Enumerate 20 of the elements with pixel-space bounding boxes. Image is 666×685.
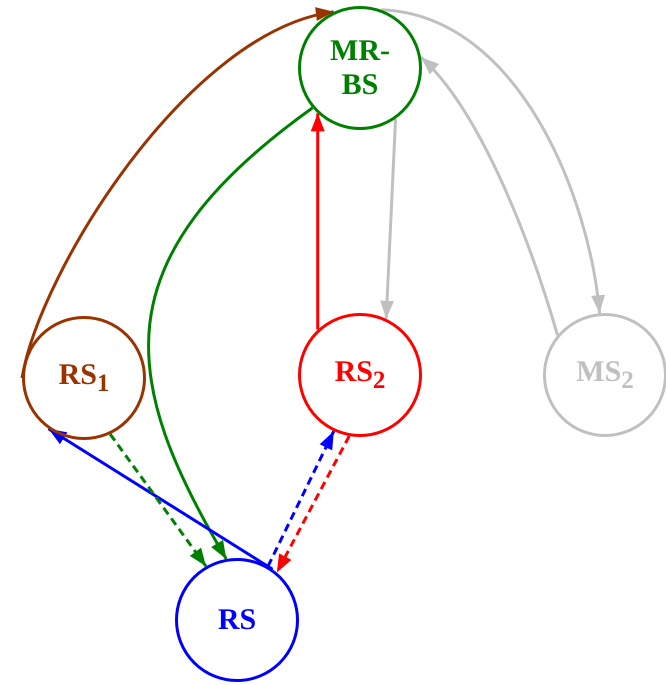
arrow xyxy=(310,113,325,330)
arrow xyxy=(380,8,604,314)
node-label: RS$_{1}$ xyxy=(58,358,110,398)
circle-node xyxy=(175,558,299,682)
node-label: MR-BS xyxy=(329,34,391,102)
circle-node xyxy=(298,313,422,437)
arrow xyxy=(20,9,334,378)
arrow xyxy=(147,106,314,560)
arrow xyxy=(380,118,398,319)
node-label: RS$_{2}$ xyxy=(334,354,386,396)
node-label: RS xyxy=(216,602,258,638)
circle-node xyxy=(22,316,146,440)
arrow xyxy=(48,428,274,570)
arrow xyxy=(108,433,208,568)
arrow xyxy=(420,56,559,336)
node-label: MS$_{2}$ xyxy=(575,354,635,396)
arrow xyxy=(276,435,351,574)
circle-node xyxy=(298,6,422,130)
circle-node xyxy=(543,313,666,437)
arrow xyxy=(266,430,336,567)
